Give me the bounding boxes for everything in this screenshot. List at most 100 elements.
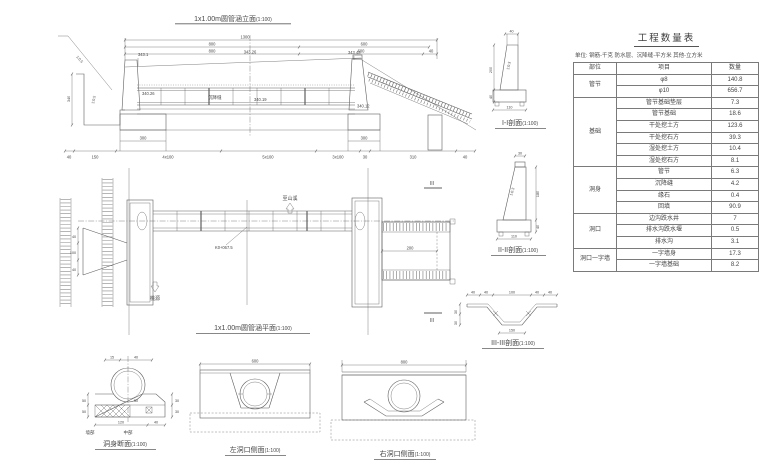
dim-label: 40 (72, 268, 76, 272)
col-header-item: 项目 (616, 62, 712, 75)
bottom-dimensions: 300 300 40 150 4x100 5x100 3x100 30 310 … (63, 130, 477, 160)
chainage-label: K0+067.5 (215, 245, 233, 250)
embankment-steps (101, 178, 114, 307)
top-dimension: 40 (503, 29, 520, 45)
item-cell: 湿处挖土方 (616, 143, 712, 156)
col-header-part: 部位 (573, 62, 617, 75)
right-portal-title: 右洞口侧面(1:100) (380, 449, 431, 458)
right-headwall-cap (352, 54, 363, 60)
quantity-table-title: 工程数量表 (573, 30, 760, 47)
top-dimension: 40 40 100 40 40 (465, 290, 559, 297)
left-portal-drawing: 600 左洞口侧面(1:100) (189, 358, 321, 456)
natural-ground-line (361, 59, 477, 131)
dim-label: 40 (536, 225, 540, 229)
quantity-table-panel: 工程数量表 单位: 钢筋-千克 防水层、沉降缝-平方米 其他-立方米 部位 项目… (573, 30, 760, 272)
outlet-end-block (427, 114, 443, 151)
dim-label: 150 (509, 328, 515, 332)
bottom-dimension: 150 (497, 328, 527, 335)
section-ii-title: II-II剖面(1:100) (498, 245, 538, 254)
dim-label: 40 (463, 155, 468, 160)
dim-label: 310 (410, 155, 418, 160)
section-iii-title: III-III剖面(1:100) (491, 338, 535, 347)
base-slab (492, 89, 527, 103)
qty-cell: 6.3 (711, 166, 759, 179)
item-cell: 湿处挖石方 (616, 154, 712, 168)
plan-view-drawing: 40 100 40 (59, 168, 456, 335)
part-cell: 洞口一字墙 (573, 247, 617, 272)
dim-label: 600 (361, 41, 369, 46)
table-row: 排水沟跌水堰 0.5 (574, 224, 759, 237)
dim-label: 30 (363, 155, 368, 160)
elevation-labels: 343.1 343.26 343.43 (137, 50, 361, 66)
dim-label: 30 (175, 410, 179, 414)
chainage-leader (225, 226, 248, 246)
wall-body (502, 166, 527, 221)
body-section-title: 洞身断面(1:100) (103, 439, 147, 448)
pipe-outer (110, 367, 146, 403)
top-dimension: 15 40 (103, 355, 154, 362)
slope-label: 1:0.5 (75, 55, 83, 64)
dim-label: 300 (361, 135, 369, 140)
dim-label: 200 (489, 67, 493, 73)
road-surface-line (124, 57, 362, 68)
left-headwall (121, 59, 141, 111)
top-dimensions: 1300 800 600 800 600 40 (123, 34, 439, 60)
outlet-structure-plan: 200 (380, 218, 456, 285)
dim-label: 800 (209, 41, 217, 46)
qty-cell: 18.6 (711, 108, 759, 121)
dim-label: 100 (509, 290, 515, 294)
table-header-row: 部位 项目 数量 (573, 62, 759, 75)
col-header-qty: 数量 (711, 62, 759, 75)
body-section-drawing: 15 40 50 50 50 30 3 (82, 355, 179, 450)
qty-cell: 3.1 (711, 235, 759, 249)
pipe-joint-bell (136, 211, 148, 231)
qty-cell: 0.4 (711, 189, 759, 203)
qty-cell: 10.4 (711, 143, 759, 156)
table-row: 沉降缝 4.2 (574, 177, 759, 191)
right-portal-drawing: 800 右洞口侧面(1:100) (330, 359, 476, 460)
part-cell: 洞身 (573, 166, 617, 214)
qty-cell: 8.1 (711, 154, 759, 168)
elevation-value: 340.26 (142, 91, 155, 96)
dim-label: 40 (484, 290, 488, 294)
dim-label: 40 (154, 420, 158, 424)
dim-label: 110 (507, 105, 513, 109)
pipe-inner (113, 370, 143, 400)
slope-label: 1:0.3 (509, 187, 515, 196)
item-cell: 干处挖土方 (616, 119, 712, 133)
flow-label: 桃源 (150, 295, 160, 302)
dim-label: 50 (134, 399, 138, 403)
part-cell: 洞口 (573, 212, 617, 249)
table-row: 回填 90.9 (574, 201, 759, 214)
dim-label: 100 (70, 251, 76, 255)
quantity-table: 部位 项目 数量 管节 φ8 140.8 φ10 656.7 基础 管节基础垫层… (573, 62, 759, 272)
dim-label: 40 (535, 290, 539, 294)
dim-label: 30 (175, 399, 179, 403)
qty-cell: 39.3 (711, 131, 759, 145)
quantity-table-units-note: 单位: 钢筋-千克 防水层、沉降缝-平方米 其他-立方米 (575, 53, 703, 59)
direction-flow: 桃源 (150, 281, 160, 302)
pipe-joint-bell (354, 211, 366, 231)
table-row: 基础 管节基础垫层 7.3 (573, 96, 759, 168)
wall-cap (514, 161, 526, 168)
dim-label: 40 (509, 29, 513, 33)
dim-label: 3x100 (332, 155, 344, 160)
foundation-dashed (330, 419, 476, 441)
section-marker: III (430, 318, 434, 324)
item-cell: φ8 (616, 73, 712, 87)
elevation-title: 1x1.00m圆管涵立面(1:100) (194, 14, 272, 23)
item-cell: 一字墙基础 (616, 259, 712, 272)
dim-label: 1300 (240, 34, 250, 39)
qty-cell: 7.3 (711, 96, 759, 110)
table-row: 干处挖土方 123.6 (574, 119, 759, 133)
slope-label: 1:0.5 (91, 95, 97, 104)
left-portal-title: 左洞口侧面(1:100) (230, 445, 281, 454)
dim-label: 40 (489, 95, 493, 99)
part-cell: 管节 (573, 73, 617, 98)
pipe-opening-inner (242, 381, 268, 407)
item-cell: 管节基础垫层 (616, 96, 712, 110)
portal-face (341, 374, 467, 421)
middle-part-label: 中部 (124, 429, 133, 436)
dim-label: 800 (401, 359, 409, 364)
